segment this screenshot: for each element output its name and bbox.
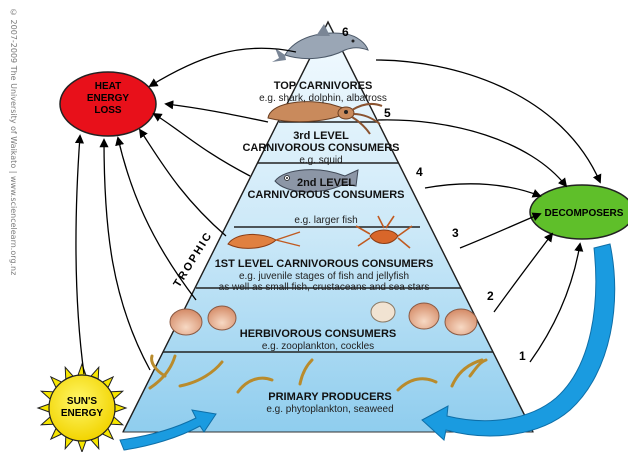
level-1-title: PRIMARY PRODUCERS <box>268 391 391 403</box>
level-number-2: 2 <box>487 289 494 303</box>
level-5-example: e.g. squid <box>299 155 342 166</box>
decomposers-node: DECOMPOSERS <box>530 185 628 239</box>
level-2-title: HERBIVOROUS CONSUMERS <box>240 328 396 340</box>
level-number-3: 3 <box>452 226 459 240</box>
sun-ray <box>78 364 86 375</box>
level-3-example: e.g. juvenile stages of fish and jellyfi… <box>219 271 430 293</box>
level-6-title: TOP CARNIVORES <box>274 80 373 92</box>
level-2-example: e.g. zooplankton, cockles <box>262 341 374 352</box>
sun-ray <box>115 404 126 412</box>
dolphin-icon <box>272 24 368 62</box>
level-number-4: 4 <box>416 165 423 179</box>
level-number-1: 1 <box>519 349 526 363</box>
sun-ray <box>38 404 49 412</box>
level-number-6: 6 <box>342 25 349 39</box>
level-6-example: e.g. shark, dolphin, albatross <box>259 93 387 104</box>
level-4-example: e.g. larger fish <box>294 215 357 226</box>
level-number-5: 5 <box>384 106 391 120</box>
sun-ray <box>78 441 86 452</box>
decomposers-label: DECOMPOSERS <box>545 208 624 219</box>
level-1-example: e.g. phytoplankton, seaweed <box>266 404 393 415</box>
level-3-title: 1ST LEVEL CARNIVOROUS CONSUMERS <box>215 258 434 270</box>
